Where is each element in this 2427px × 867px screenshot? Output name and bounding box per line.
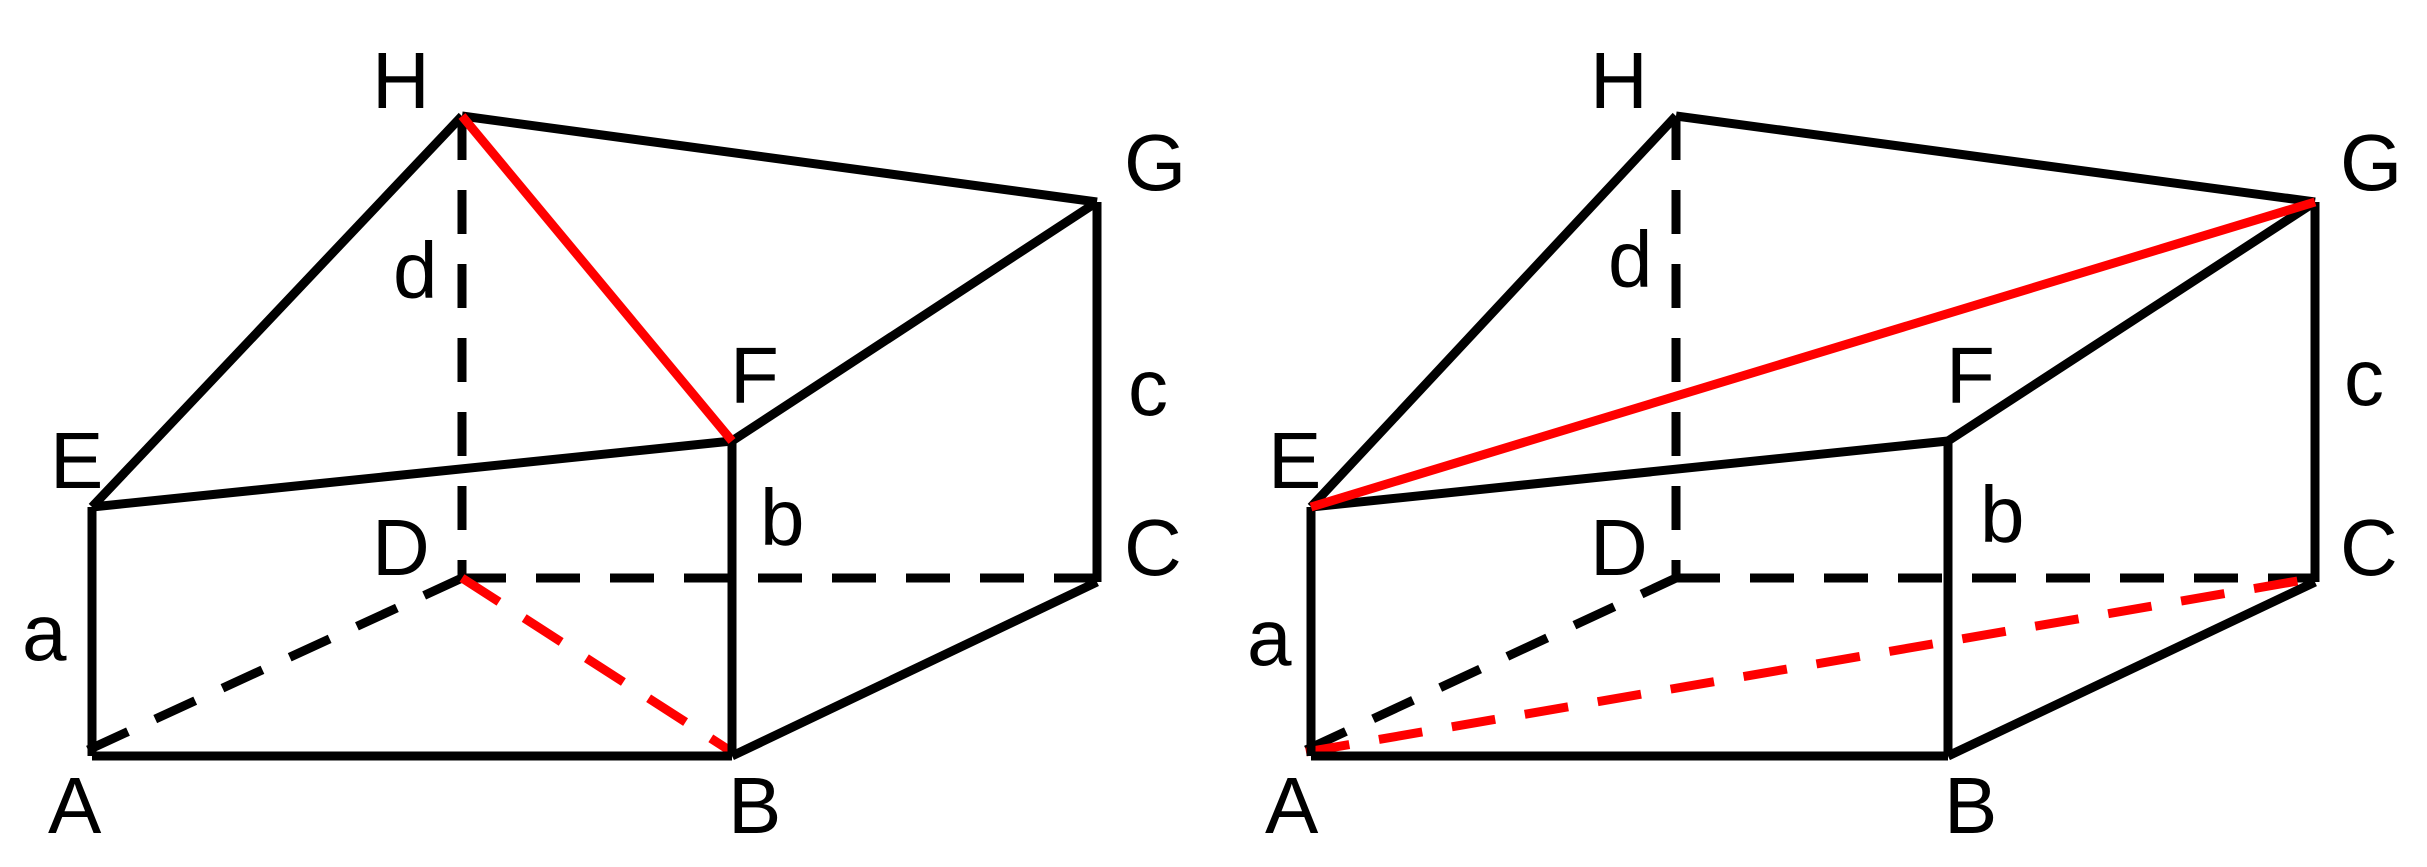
right-label-H: H bbox=[1590, 36, 1648, 125]
right-solid: H G F E D C A B a b c d bbox=[1247, 36, 2402, 850]
right-edge-BC bbox=[1946, 577, 2317, 761]
left-edge-BC bbox=[730, 577, 1099, 761]
left-edge-FG bbox=[729, 198, 1100, 445]
right-label-E: E bbox=[1268, 416, 1321, 505]
right-length-a: a bbox=[1247, 593, 1292, 682]
right-length-d: d bbox=[1608, 215, 1653, 304]
left-edge-AD bbox=[86, 573, 464, 755]
right-diagonal-AC bbox=[1305, 573, 2316, 757]
left-edge-HG bbox=[461, 111, 1098, 207]
left-length-d: d bbox=[393, 226, 438, 315]
right-label-F: F bbox=[1946, 331, 1995, 420]
left-label-F: F bbox=[730, 331, 779, 420]
right-edge-EH bbox=[1307, 112, 1680, 511]
right-edge-FG bbox=[1945, 198, 2318, 445]
left-diagonal-DB bbox=[459, 574, 735, 756]
right-label-C: C bbox=[2340, 503, 2398, 592]
left-length-b: b bbox=[760, 473, 805, 562]
right-length-b: b bbox=[1980, 470, 2025, 559]
left-label-E: E bbox=[50, 416, 103, 505]
left-label-H: H bbox=[372, 36, 430, 125]
left-label-B: B bbox=[728, 761, 781, 850]
left-edge-EH bbox=[88, 112, 466, 511]
right-diagonal-EG bbox=[1309, 197, 2317, 512]
right-label-G: G bbox=[2340, 118, 2402, 207]
right-label-A: A bbox=[1265, 761, 1319, 850]
right-label-D: D bbox=[1590, 503, 1648, 592]
left-label-C: C bbox=[1124, 503, 1182, 592]
left-edge-EF bbox=[91, 436, 733, 512]
right-label-B: B bbox=[1944, 761, 1997, 850]
right-edge-HG bbox=[1675, 111, 2316, 207]
left-diagonal-HF bbox=[458, 113, 736, 444]
left-label-D: D bbox=[372, 503, 430, 592]
left-label-A: A bbox=[48, 761, 102, 850]
left-length-c: c bbox=[1128, 343, 1168, 432]
left-label-G: G bbox=[1124, 118, 1186, 207]
right-edge-EF bbox=[1310, 436, 1949, 512]
right-length-c: c bbox=[2344, 333, 2384, 422]
left-solid: H G F E D C A B a b c d bbox=[22, 36, 1186, 850]
left-length-a: a bbox=[22, 588, 67, 677]
